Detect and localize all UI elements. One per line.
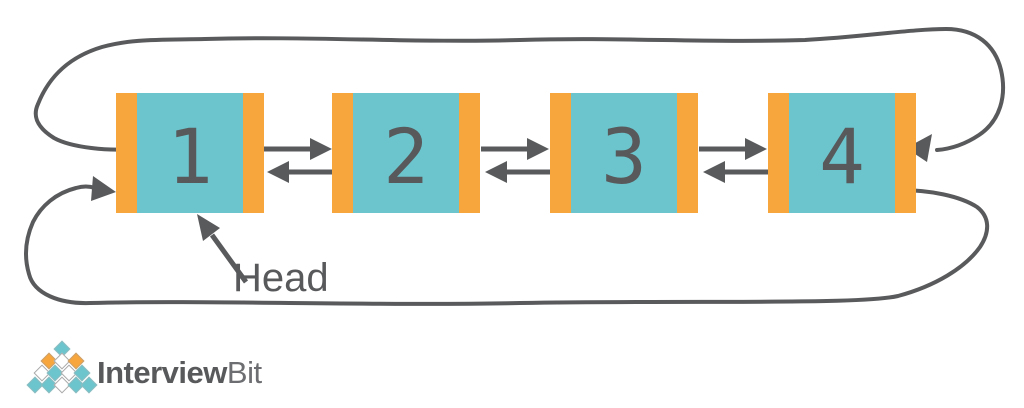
- interviewbit-wordmark: InterviewBit: [97, 357, 262, 388]
- node-4: 4: [768, 93, 916, 213]
- head-arrowhead: [197, 214, 220, 241]
- node-2-value: 2: [383, 112, 429, 201]
- node-2-next-pointer-cell: [459, 93, 480, 213]
- next-arrowhead-2-to-3: [527, 138, 549, 160]
- node-3-next-pointer-cell: [677, 93, 698, 213]
- prev-arrowhead-4-to-3: [703, 161, 725, 183]
- node-1-prev-pointer-cell: [116, 93, 137, 213]
- node-1-value: 1: [167, 112, 213, 201]
- node-3-data-cell: 3: [571, 93, 677, 213]
- node-4-next-pointer-cell: [895, 93, 916, 213]
- circular-next-link-curve: [23, 184, 990, 306]
- circular-prev-arrowhead: [906, 134, 932, 162]
- head-label: Head: [233, 256, 329, 300]
- node-4-data-cell: 4: [789, 93, 895, 213]
- node-1-next-pointer-cell: [243, 93, 264, 213]
- node-4-prev-pointer-cell: [768, 93, 789, 213]
- node-1: 1: [116, 93, 264, 213]
- circular-prev-link-curve: [33, 26, 1006, 152]
- brand-text-light: Bit: [226, 355, 262, 390]
- node-1-data-cell: 1: [137, 93, 243, 213]
- node-3-prev-pointer-cell: [550, 93, 571, 213]
- node-3-value: 3: [601, 112, 647, 201]
- brand-text-bold: Interview: [97, 355, 227, 390]
- interviewbit-pyramid-icon: [26, 340, 98, 396]
- next-arrowhead-3-to-4: [745, 138, 767, 160]
- node-3: 3: [550, 93, 698, 213]
- head-arrow: [209, 233, 249, 284]
- prev-arrowhead-2-to-1: [267, 161, 289, 183]
- circular-next-arrowhead: [91, 176, 116, 201]
- node-2-data-cell: 2: [353, 93, 459, 213]
- next-arrowhead-1-to-2: [310, 138, 332, 160]
- node-2: 2: [332, 93, 480, 213]
- node-4-value: 4: [819, 112, 865, 201]
- node-2-prev-pointer-cell: [332, 93, 353, 213]
- prev-arrowhead-3-to-2: [485, 161, 507, 183]
